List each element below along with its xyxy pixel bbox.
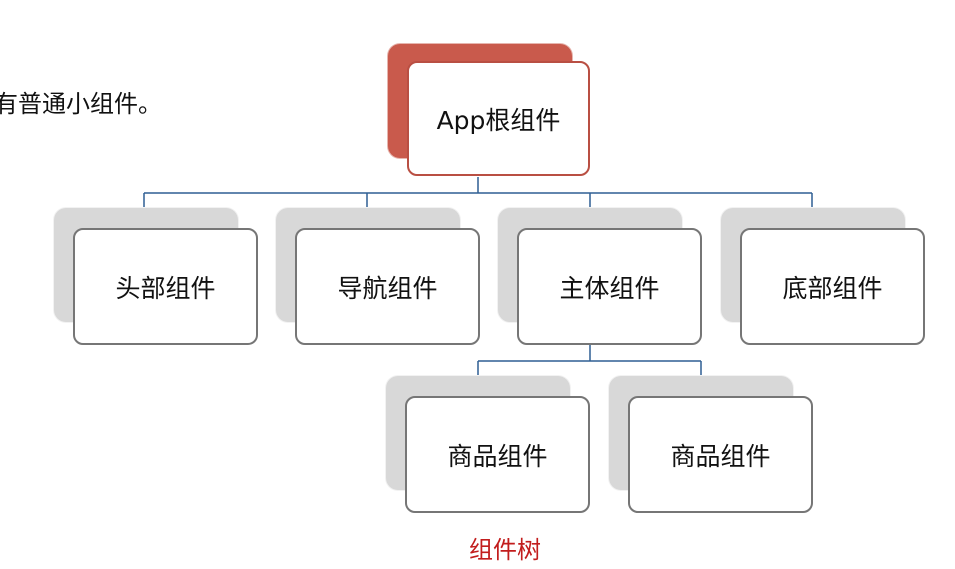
product-component-node-1-box: 商品组件	[405, 396, 590, 513]
main-body-component-node: 主体组件	[498, 208, 702, 346]
main-body-component-label: 主体组件	[559, 273, 660, 303]
product-component-label-2: 商品组件	[670, 441, 771, 471]
body-branch-line	[477, 345, 702, 397]
navigation-component-node: 导航组件	[276, 208, 480, 346]
intro-text-fragment: 有普通小组件。	[0, 90, 162, 118]
app-root-component-node-box: App根组件	[407, 61, 590, 176]
product-component-label-1: 商品组件	[447, 441, 548, 471]
header-component-node-box: 头部组件	[73, 228, 258, 345]
footer-component-node-box: 底部组件	[740, 228, 925, 345]
navigation-component-node-box: 导航组件	[295, 228, 480, 345]
navigation-component-label: 导航组件	[337, 273, 438, 303]
footer-component-node: 底部组件	[721, 208, 925, 346]
main-body-component-node-box: 主体组件	[517, 228, 702, 345]
app-root-component-node: App根组件	[388, 44, 592, 178]
product-component-node-2-box: 商品组件	[628, 396, 813, 513]
footer-component-label: 底部组件	[782, 273, 883, 303]
header-component-label: 头部组件	[115, 273, 216, 303]
app-root-component-label: App根组件	[436, 105, 561, 135]
product-component-node-1: 商品组件	[386, 376, 590, 514]
header-component-node: 头部组件	[54, 208, 258, 346]
product-component-node-2: 商品组件	[609, 376, 813, 514]
component-tree-caption: 组件树	[469, 536, 541, 564]
